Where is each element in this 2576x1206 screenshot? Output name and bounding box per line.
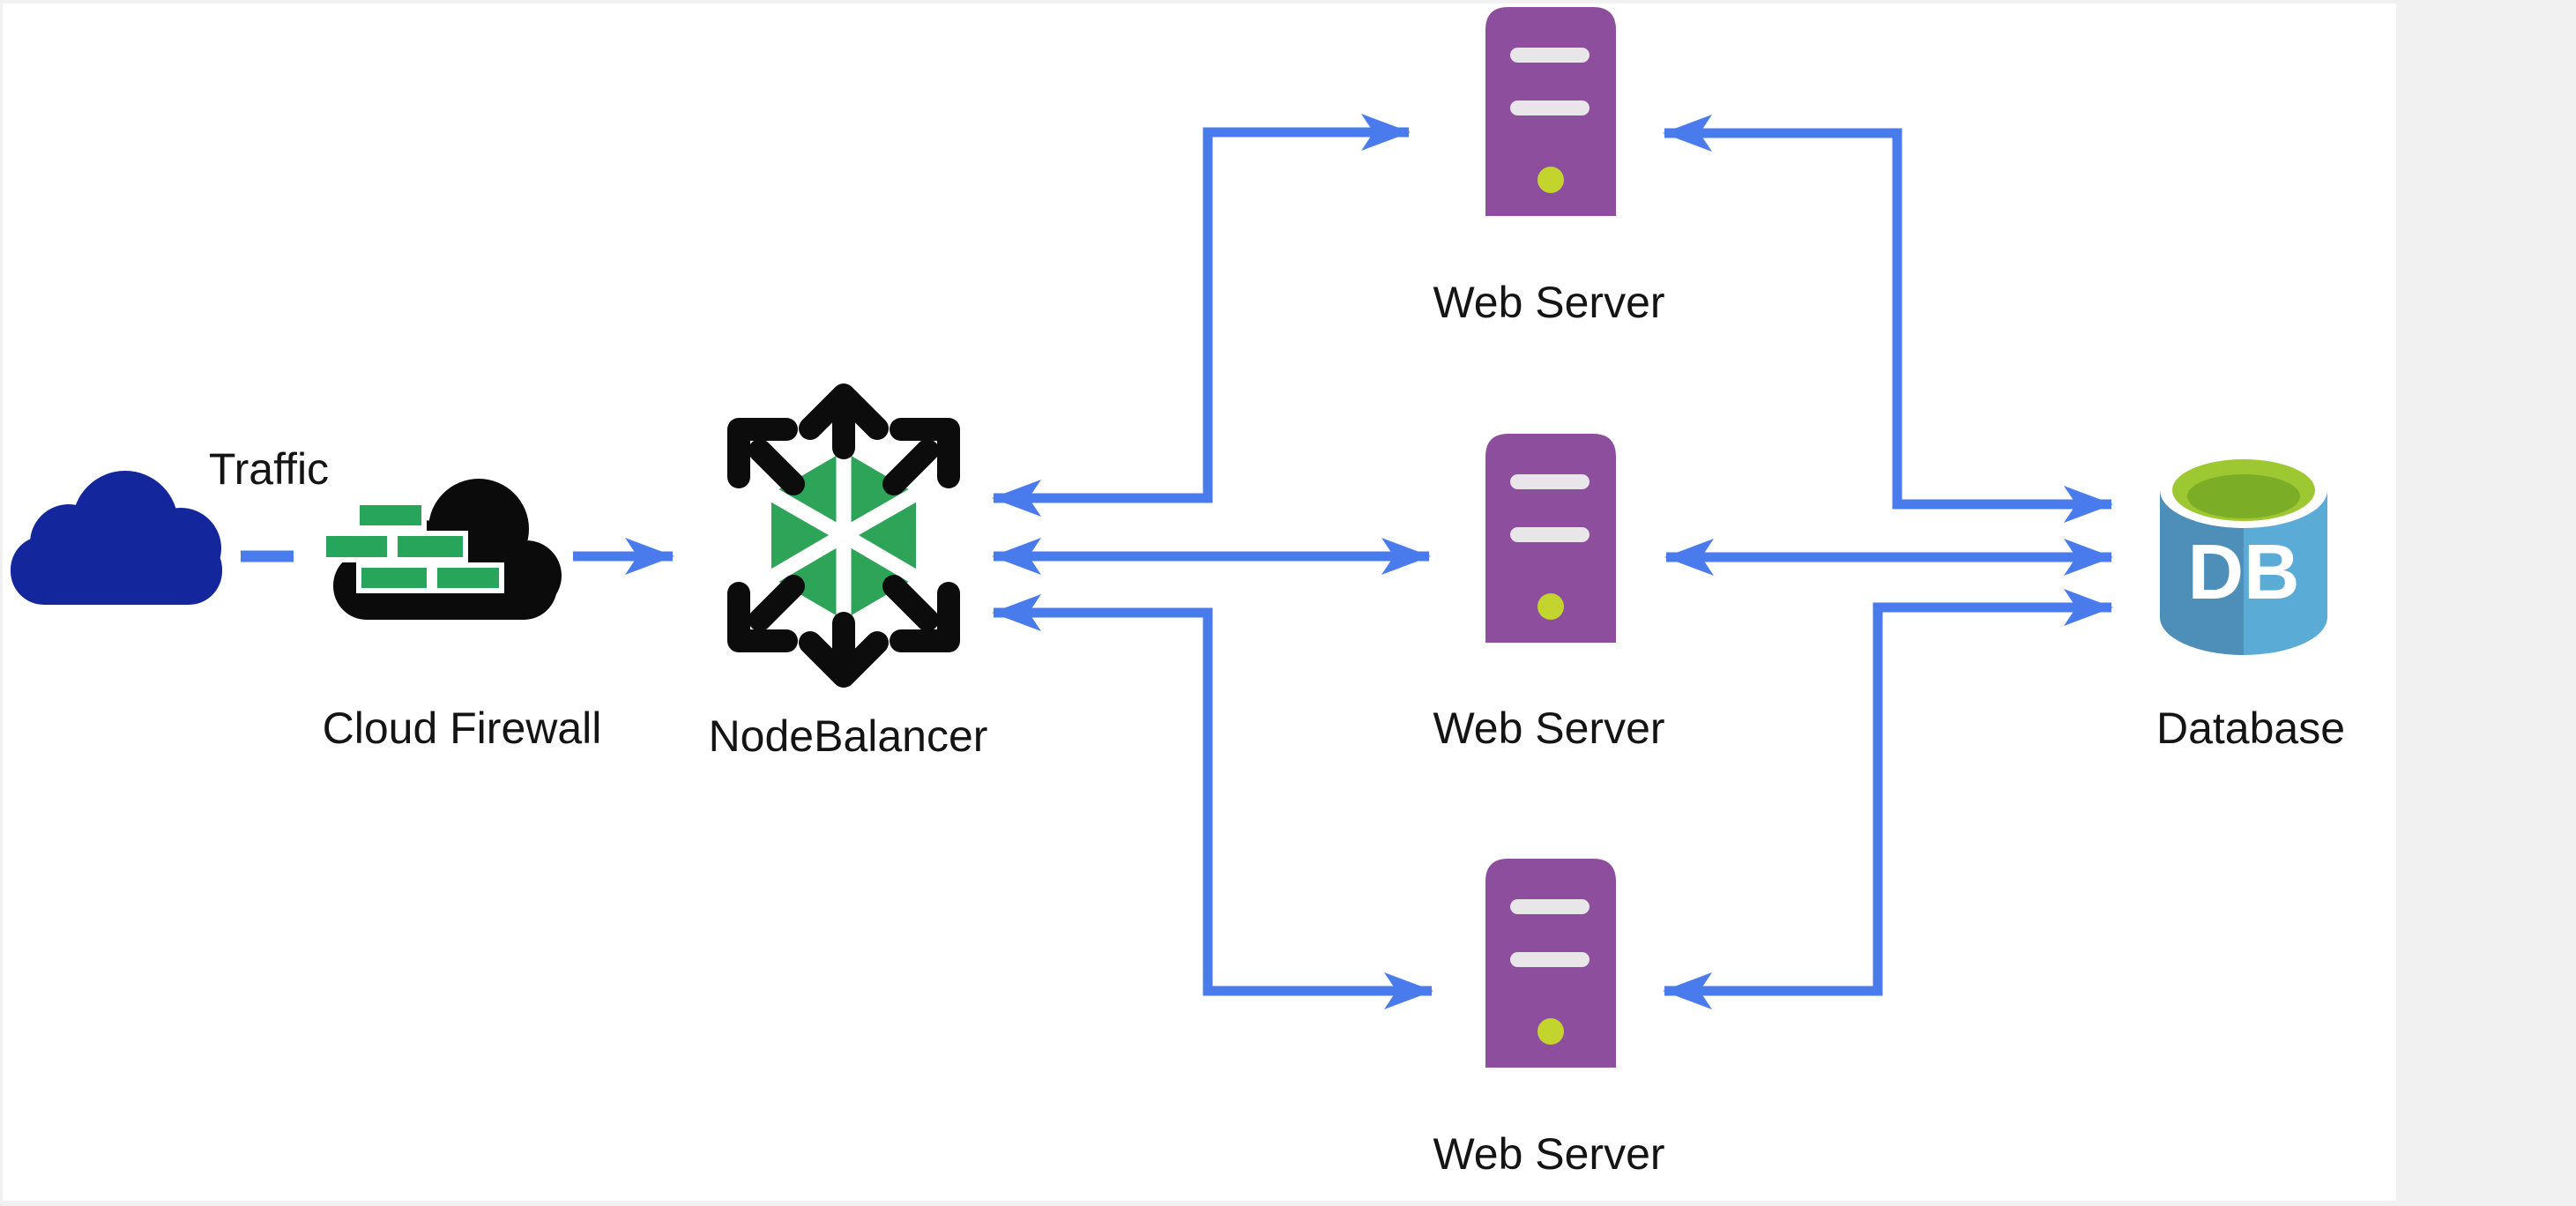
arrow-webserver-top-database: [1663, 115, 2113, 523]
web-server-icon-top: [1485, 7, 1616, 216]
web-server-middle-label: Web Server: [1433, 704, 1665, 753]
arrow-nodebalancer-webserver-top: [992, 114, 1411, 517]
arrow-nodebalancer-webserver-bottom: [992, 594, 1433, 1009]
server-led: [1537, 167, 1564, 193]
server-led: [1537, 593, 1564, 620]
connector-layer: [241, 114, 2113, 1009]
nodebalancer-label: NodeBalancer: [708, 711, 988, 761]
web-server-icon-bottom: [1485, 859, 1616, 1068]
server-led: [1537, 1018, 1564, 1045]
web-server-icon-middle: [1485, 434, 1616, 643]
database-label: Database: [2155, 704, 2346, 753]
traffic-label: Traffic: [208, 444, 330, 494]
web-server-bottom-label: Web Server: [1433, 1129, 1665, 1179]
firewall-bricks: [321, 500, 504, 593]
cloud-firewall-label: Cloud Firewall: [322, 704, 602, 753]
web-server-top-label: Web Server: [1433, 278, 1665, 327]
cloud-firewall-icon: [321, 479, 562, 620]
nodebalancer-spokes: [767, 451, 920, 620]
database-icon: DB: [2160, 452, 2327, 655]
nodebalancer-outward-arrows: [727, 383, 960, 688]
arrow-webserver-bottom-database: [1663, 589, 2113, 1009]
traffic-cloud-icon: [11, 471, 222, 605]
nodebalancer-icon: [727, 383, 960, 688]
database-icon-text: DB: [2187, 528, 2299, 615]
